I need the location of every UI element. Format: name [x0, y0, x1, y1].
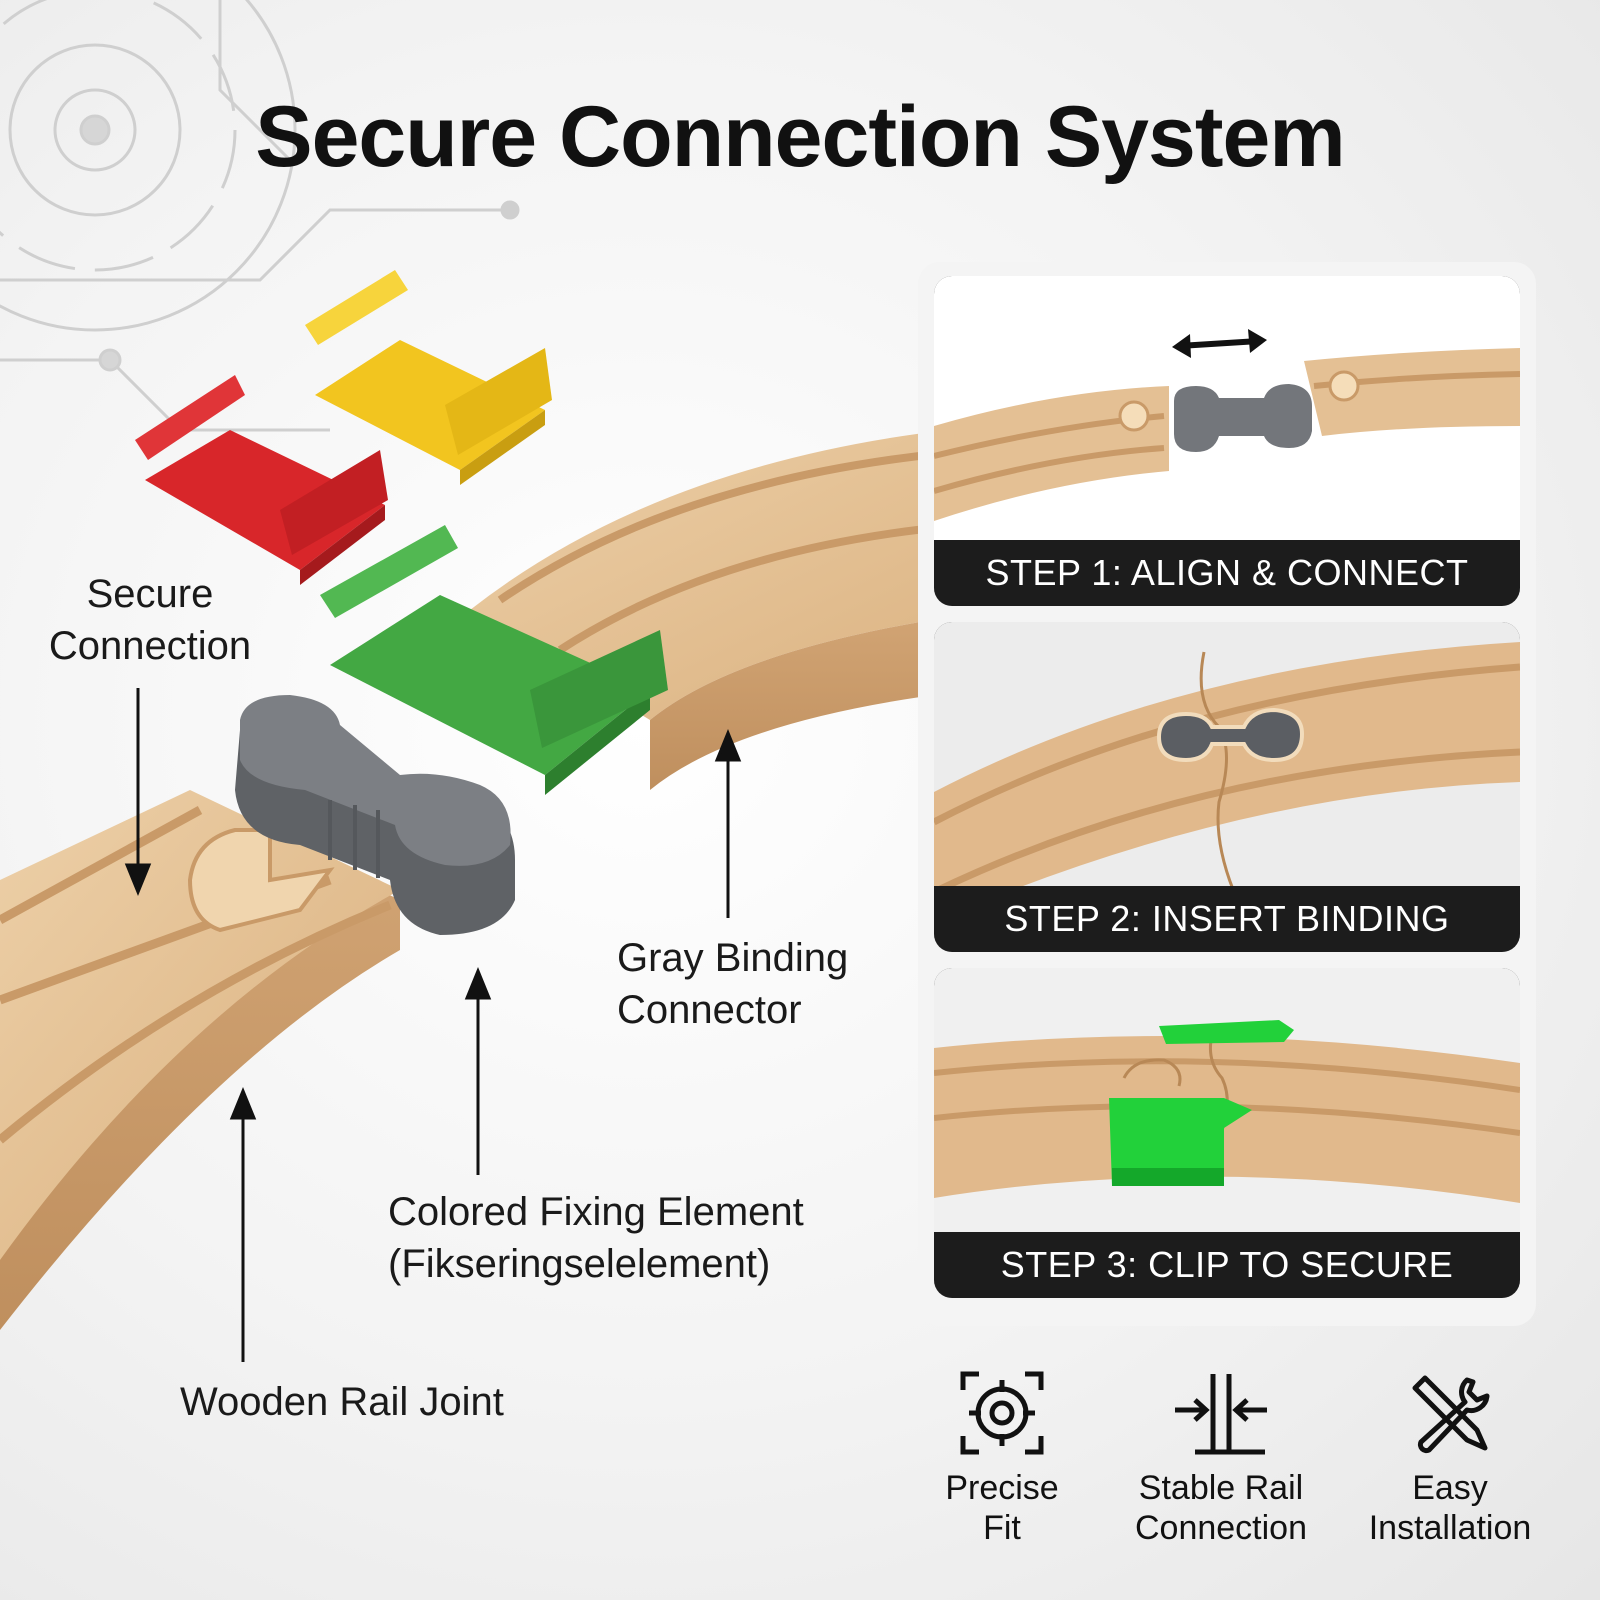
step-2-caption: STEP 2: INSERT BINDING [934, 886, 1520, 952]
compress-arrows-icon [1175, 1374, 1267, 1455]
feature-easy-installation: Easy Installation [1345, 1370, 1555, 1548]
feature-precise-fit: Precise Fit [897, 1370, 1107, 1548]
callout-colored-fixing-line2: (Fikseringselelement) [388, 1242, 771, 1286]
callout-colored-fixing-line1: Colored Fixing Element [388, 1190, 804, 1234]
callout-secure-connection: Secure Connection [40, 568, 260, 672]
callout-arrows [124, 688, 742, 1362]
feature-label-precise-fit-line2: Fit [983, 1509, 1021, 1547]
page-title: Secure Connection System [255, 89, 1346, 185]
tools-icon [1412, 1375, 1490, 1454]
feature-label-stable-rail-line1: Stable Rail [1138, 1469, 1304, 1507]
feature-label-stable-rail-line2: Connection [1134, 1509, 1307, 1547]
decorative-circuit [0, 0, 520, 432]
lower-wooden-track [0, 790, 400, 1330]
feature-label-stable-rail: Stable Rail Connection [1116, 1468, 1326, 1548]
step-card-1: STEP 1: ALIGN & CONNECT [934, 276, 1520, 606]
callout-gray-binding-line1: Gray Binding [617, 936, 849, 980]
feature-label-easy-installation-line1: Easy [1412, 1469, 1488, 1507]
feature-label-easy-installation-line2: Installation [1368, 1509, 1532, 1547]
step-3-caption: STEP 3: CLIP TO SECURE [934, 1232, 1520, 1298]
feature-label-easy-installation: Easy Installation [1345, 1468, 1555, 1548]
feature-label-precise-fit: Precise Fit [897, 1468, 1107, 1548]
green-clip [320, 525, 668, 795]
red-clip [135, 375, 388, 585]
step-card-2: STEP 2: INSERT BINDING [934, 622, 1520, 952]
gray-binding-connector [235, 695, 515, 935]
target-icon [960, 1371, 1044, 1455]
yellow-clip [305, 270, 552, 485]
feature-label-precise-fit-line1: Precise [945, 1469, 1059, 1507]
feature-stable-rail: Stable Rail Connection [1116, 1370, 1326, 1548]
callout-colored-fixing: Colored Fixing Element (Fikseringselelem… [388, 1186, 804, 1290]
callout-gray-binding: Gray Binding Connector [617, 932, 848, 1036]
callout-gray-binding-line2: Connector [617, 988, 802, 1032]
callout-secure-connection-line2: Connection [48, 624, 252, 668]
step-card-3: STEP 3: CLIP TO SECURE [934, 968, 1520, 1298]
step-1-caption: STEP 1: ALIGN & CONNECT [934, 540, 1520, 606]
callout-secure-connection-line1: Secure [86, 572, 214, 616]
callout-wooden-rail: Wooden Rail Joint [180, 1380, 504, 1424]
